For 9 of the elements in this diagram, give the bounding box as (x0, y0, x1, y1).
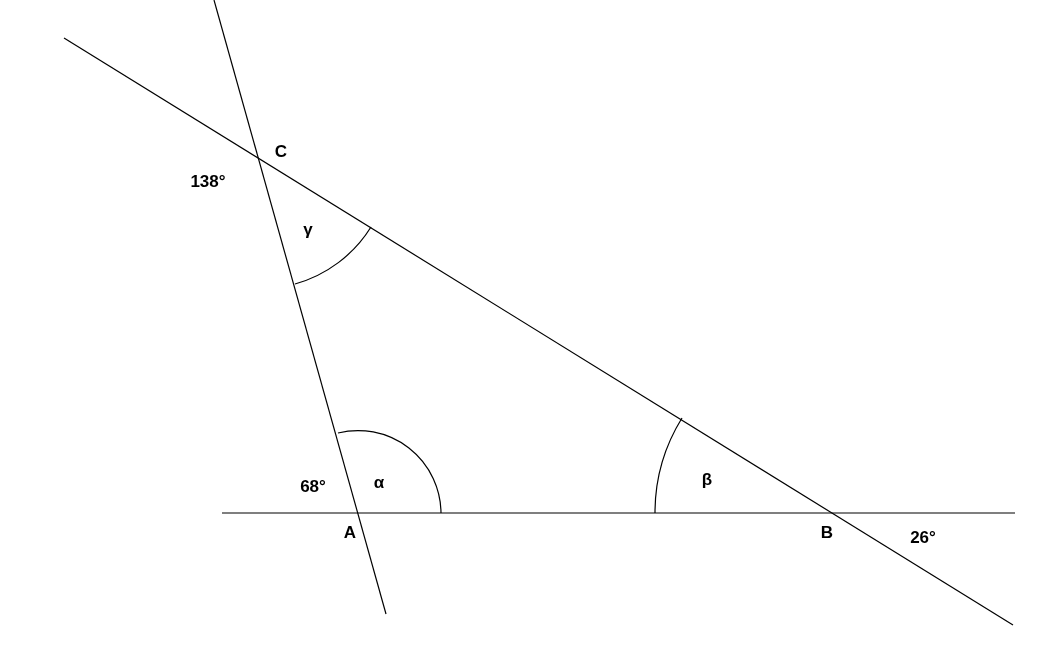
angle-value: 138° (190, 172, 226, 192)
point-label: A (343, 523, 357, 543)
point-label: B (820, 523, 834, 543)
angle-value: 68° (300, 477, 326, 497)
angle-label: γ (303, 220, 313, 240)
point-label: C (274, 142, 288, 162)
angle-label: α (373, 473, 385, 493)
angle-value: 26° (910, 528, 936, 548)
angle-label: β (701, 470, 713, 490)
